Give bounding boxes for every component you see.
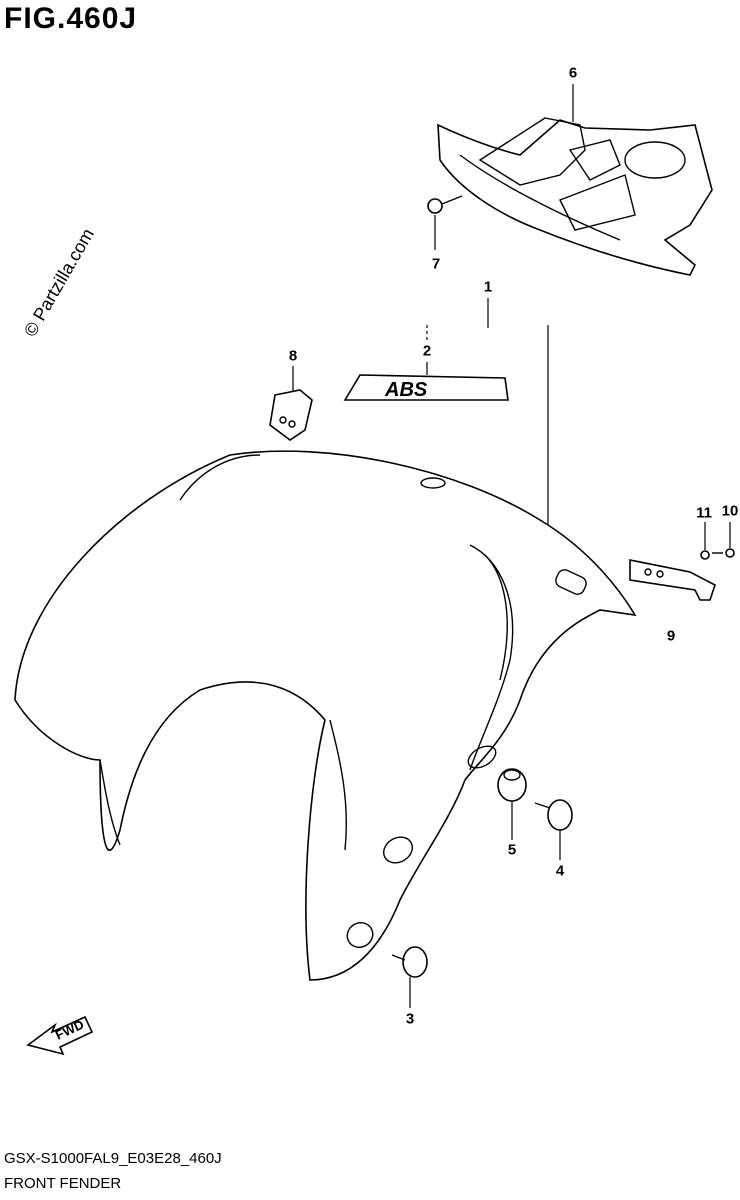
callout-1: 1 (483, 278, 493, 296)
callout-3: 3 (405, 1010, 415, 1028)
bolt-part-4[interactable] (534, 799, 573, 831)
callout-11: 11 (696, 504, 712, 522)
grommet-part-5[interactable] (497, 768, 527, 802)
bolt-part-3[interactable] (391, 946, 428, 978)
callout-5: 5 (507, 841, 517, 859)
callout-2: 2 (422, 342, 432, 360)
emblem-text: ABS (384, 379, 428, 401)
screw-part-10[interactable] (712, 548, 735, 558)
washer-part-11[interactable] (700, 550, 710, 560)
callout-7: 7 (431, 255, 441, 273)
footer-figure-code: GSX-S1000FAL9_E03E28_460J (4, 1150, 222, 1167)
clip-part-8[interactable] (269, 389, 313, 441)
front-fender-part-1[interactable] (14, 450, 637, 981)
callout-9: 9 (666, 627, 676, 645)
callout-4: 4 (555, 862, 565, 880)
bolt-part-7[interactable] (427, 195, 463, 214)
footer-figure-name: FRONT FENDER (4, 1175, 122, 1192)
abs-emblem-part-2[interactable]: ABS (343, 374, 509, 401)
inner-fender-part-6[interactable] (437, 117, 713, 276)
callout-8: 8 (288, 347, 298, 365)
figure-title: FIG.460J (4, 2, 138, 35)
bracket-part-9[interactable] (629, 559, 716, 601)
callout-10: 10 (721, 502, 739, 520)
callout-6: 6 (568, 64, 578, 82)
fwd-arrow-icon: FWD (26, 1015, 94, 1056)
